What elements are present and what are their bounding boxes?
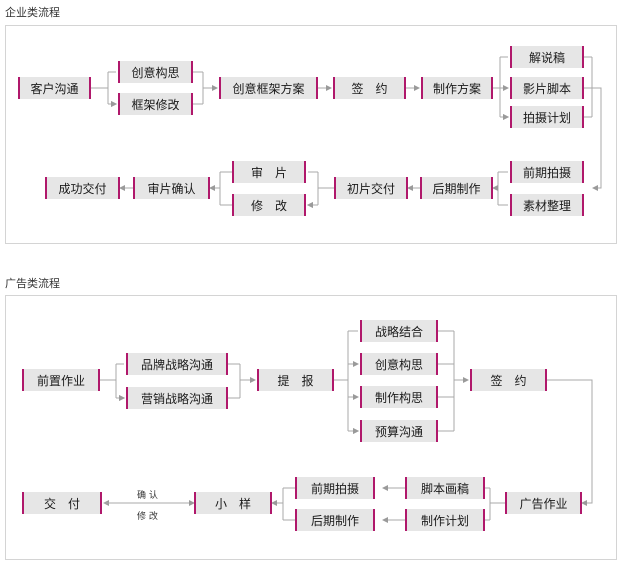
node-creative-idea: 创意构思 [118,61,193,83]
node-review: 审 片 [232,161,306,183]
node-production-idea: 制作构思 [360,386,438,408]
node-post-production: 后期制作 [420,177,493,199]
node-brand-strategy-comm: 品牌战略沟通 [126,353,228,375]
node-sign: 签 约 [470,369,547,391]
node-creative-frame-plan: 创意框架方案 [219,77,318,99]
node-script-draft: 解说稿 [510,46,584,68]
node-budget-comm: 预算沟通 [360,420,438,442]
node-frame-revise: 框架修改 [118,93,193,115]
node-success-delivery: 成功交付 [45,177,120,199]
node-review-confirm: 审片确认 [133,177,210,199]
confirm-edge-label: 确 认 [137,491,158,501]
node-ad-work: 广告作业 [505,492,582,514]
node-strategy-combine: 战略结合 [360,320,438,342]
advertising-section-title: 广告类流程 [5,277,60,290]
node-post-production: 后期制作 [295,509,375,531]
node-modify: 修 改 [232,194,306,216]
node-sample: 小 样 [194,492,272,514]
node-shoot-plan: 拍摄计划 [510,106,584,128]
node-pre-shoot: 前期拍摄 [295,477,375,499]
node-production-plan: 制作计划 [405,509,485,531]
node-pre-work: 前置作业 [22,369,100,391]
node-pre-shoot: 前期拍摄 [510,161,584,183]
modify-edge-label: 修 改 [137,512,158,522]
node-production-plan: 制作方案 [421,77,493,99]
node-client-communication: 客户沟通 [18,77,91,99]
node-delivery: 交 付 [22,492,102,514]
node-marketing-strategy-comm: 营销战略沟通 [126,387,228,409]
node-film-script: 影片脚本 [510,77,584,99]
node-creative-idea: 创意构思 [360,353,438,375]
node-sign: 签 约 [333,77,406,99]
node-storyboard: 脚本画稿 [405,477,485,499]
node-first-delivery: 初片交付 [334,177,408,199]
enterprise-section-title: 企业类流程 [5,6,60,19]
node-proposal: 提 报 [257,369,334,391]
node-material-sort: 素材整理 [510,194,584,216]
